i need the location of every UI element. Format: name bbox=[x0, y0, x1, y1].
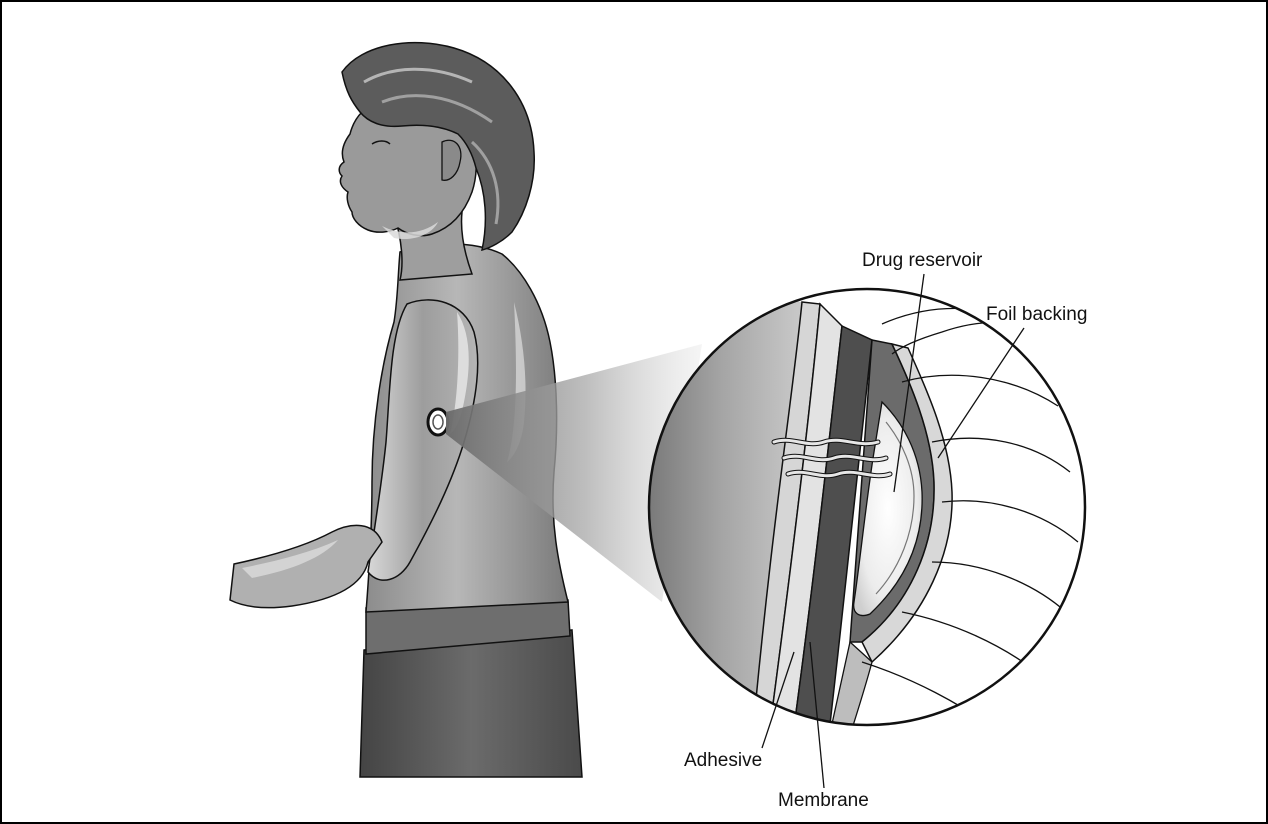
label-adhesive: Adhesive bbox=[684, 750, 762, 771]
label-membrane: Membrane bbox=[778, 790, 869, 811]
label-foil-backing: Foil backing bbox=[986, 304, 1087, 325]
label-drug-reservoir: Drug reservoir bbox=[862, 250, 983, 271]
patch-on-arm bbox=[428, 409, 448, 435]
